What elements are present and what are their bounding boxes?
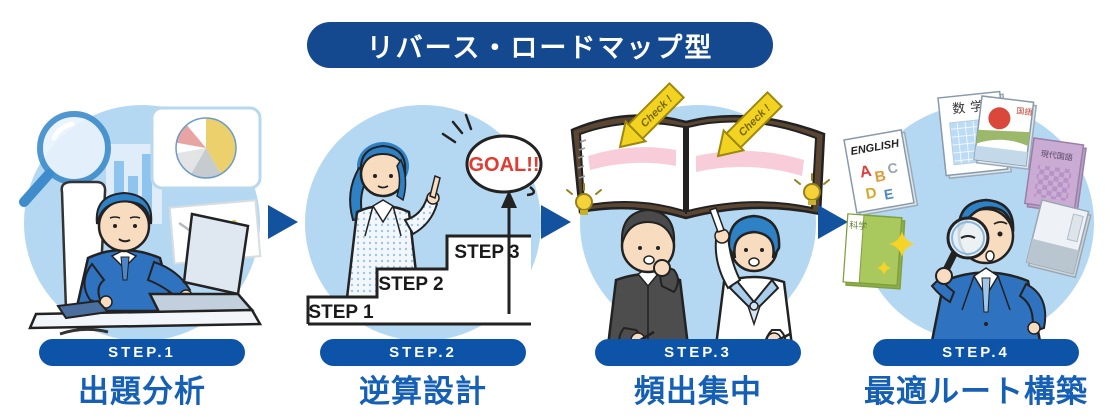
check-arrow-2: Check ! [716,90,784,158]
letter-a: A [859,163,874,182]
lightbulb-icon-right [794,173,830,205]
presenter-woman [345,142,441,300]
book-kokugo: 国語 [973,95,1038,171]
step-1-illustration [19,105,263,341]
goal-text: GOAL!! [468,154,539,176]
step-1-badge: STEP.1 [39,339,245,366]
step-2-illustration: STEP 1 STEP 2 STEP 3 GOAL!! [305,105,543,341]
step-3-badge: STEP.3 [595,339,801,366]
stair-step-3-text: STEP 3 [454,242,519,263]
student-male [606,208,690,348]
book-kokugo-title: 国語 [1016,105,1033,117]
letter-c: C [886,159,899,177]
step-3-column: Check ! Check ! [558,0,838,420]
book-purple: 現代国語 [1023,137,1087,215]
step-4-column: 数学 ENGLISH A B C D E 国語 現代国語 [836,0,1116,420]
book-purple-title: 現代国語 [1040,148,1073,162]
step-2-column: STEP 1 STEP 2 STEP 3 GOAL!! STEP.2 逆算設計 [283,0,563,420]
step-2-label: 逆算設計 [359,374,487,409]
stair-step-2-text: STEP 2 [378,274,443,295]
desk [28,299,263,330]
open-book [570,114,826,220]
up-arrow [501,190,517,314]
flow-arrow-2 [541,205,571,239]
check-arrow-1: Check ! [618,81,686,149]
stair-step-1-text: STEP 1 [308,302,374,323]
letter-b: B [874,167,888,186]
sparkle-icon [876,231,915,276]
step-3-illustration: Check ! Check ! [566,81,830,348]
step-1-label: 出題分析 [78,374,206,409]
magnifier-icon [19,111,111,207]
step-2-badge: STEP.2 [320,339,526,366]
step-1-column: STEP.1 出題分析 [2,0,282,420]
goal-bubble: GOAL!! [441,113,543,197]
flow-arrow-1 [268,205,298,239]
step-4-label: 最適ルート構築 [864,374,1088,409]
flow-arrow-3 [818,205,848,239]
pie-chart [150,106,262,190]
magnifying-glass [935,216,990,285]
title-text: リバース・ロードマップ型 [366,32,714,63]
book-gray [1025,199,1092,279]
book-english: ENGLISH A B C D E [843,129,919,217]
step-4-illustration: 数学 ENGLISH A B C D E 国語 現代国語 [842,90,1094,348]
student-female [709,207,794,348]
book-science: 科学 [842,213,906,290]
step-3-label: 頻出集中 [634,374,762,409]
letter-e: E [883,185,895,202]
letter-d: D [864,184,878,203]
lightbulb-icon-left [566,183,602,215]
book-science-title: 科学 [849,219,868,231]
step-4-badge: STEP.4 [873,339,1079,366]
title-banner: リバース・ロードマップ型 [307,22,773,68]
staircase: STEP 1 STEP 2 STEP 3 [306,234,531,326]
